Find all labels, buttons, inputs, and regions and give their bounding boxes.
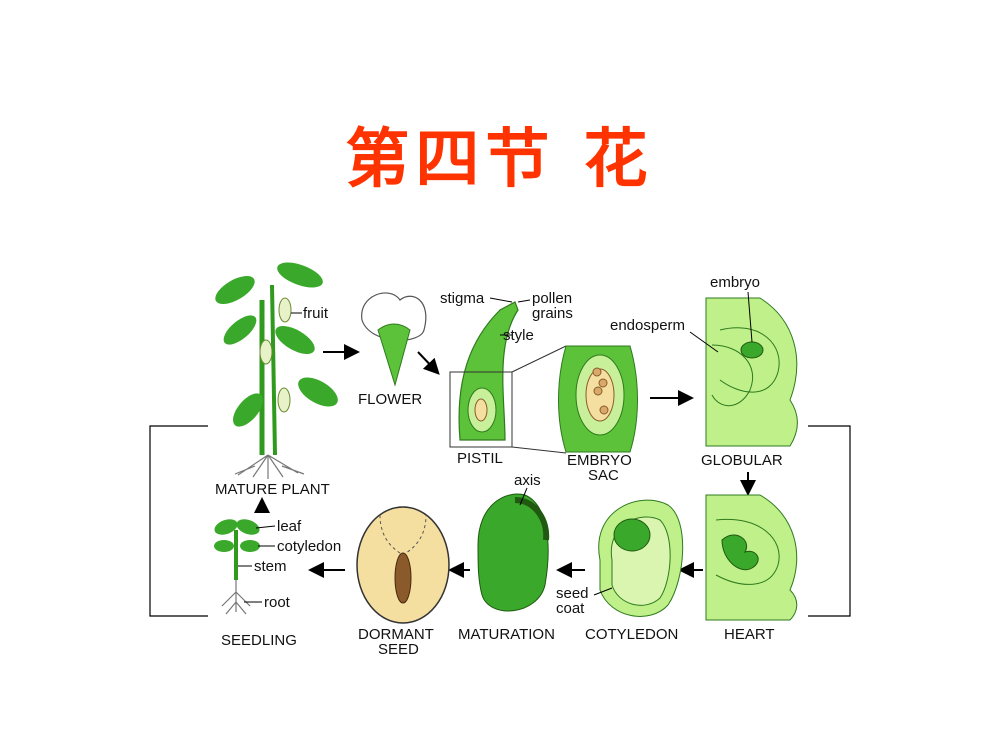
label-axis: axis bbox=[514, 472, 541, 489]
globular-illustration bbox=[705, 297, 798, 447]
caption-maturation: MATURATION bbox=[458, 626, 555, 643]
mature-plant-illustration bbox=[215, 262, 338, 479]
caption-dormant-seed-line2: SEED bbox=[378, 641, 419, 658]
seedling-illustration bbox=[214, 519, 260, 615]
label-stigma: stigma bbox=[440, 290, 485, 307]
caption-globular: GLOBULAR bbox=[701, 452, 783, 469]
caption-mature-plant: MATURE PLANT bbox=[215, 481, 330, 498]
cycle-bracket-right bbox=[808, 425, 851, 617]
maturation-illustration bbox=[477, 493, 550, 612]
dormant-seed-illustration bbox=[356, 506, 450, 624]
label-stem: stem bbox=[254, 558, 287, 575]
label-seed-coat-line1: seed bbox=[556, 585, 589, 602]
arrow-flower-to-pistil bbox=[417, 351, 440, 375]
caption-embryo-sac-line2: SAC bbox=[588, 467, 619, 484]
label-endosperm: endosperm bbox=[610, 317, 685, 334]
label-pollen-line1: pollen bbox=[532, 290, 572, 307]
label-style: style bbox=[503, 327, 534, 344]
label-embryo: embryo bbox=[710, 274, 760, 291]
slide-title: 第四节 花 bbox=[345, 122, 654, 197]
label-leaf: leaf bbox=[277, 518, 302, 535]
label-seed-coat-line2: coat bbox=[556, 600, 585, 617]
label-fruit: fruit bbox=[303, 305, 329, 322]
caption-embryo-sac-line1: EMBRYO bbox=[567, 452, 632, 469]
label-pollen-line2: grains bbox=[532, 305, 573, 322]
caption-pistil: PISTIL bbox=[457, 450, 503, 467]
pistil-illustration bbox=[449, 301, 519, 448]
caption-flower: FLOWER bbox=[358, 391, 422, 408]
label-cotyledon: cotyledon bbox=[277, 538, 341, 555]
heart-illustration bbox=[705, 494, 798, 621]
cotyledon-illustration bbox=[598, 499, 684, 617]
cycle-bracket-left bbox=[149, 425, 208, 617]
label-root: root bbox=[264, 594, 291, 611]
caption-heart: HEART bbox=[724, 626, 775, 643]
flower-illustration bbox=[361, 292, 427, 387]
caption-seedling: SEEDLING bbox=[221, 632, 297, 649]
caption-dormant-seed-line1: DORMANT bbox=[358, 626, 434, 643]
caption-cotyledon: COTYLEDON bbox=[585, 626, 678, 643]
embryo-sac-illustration bbox=[558, 345, 638, 453]
